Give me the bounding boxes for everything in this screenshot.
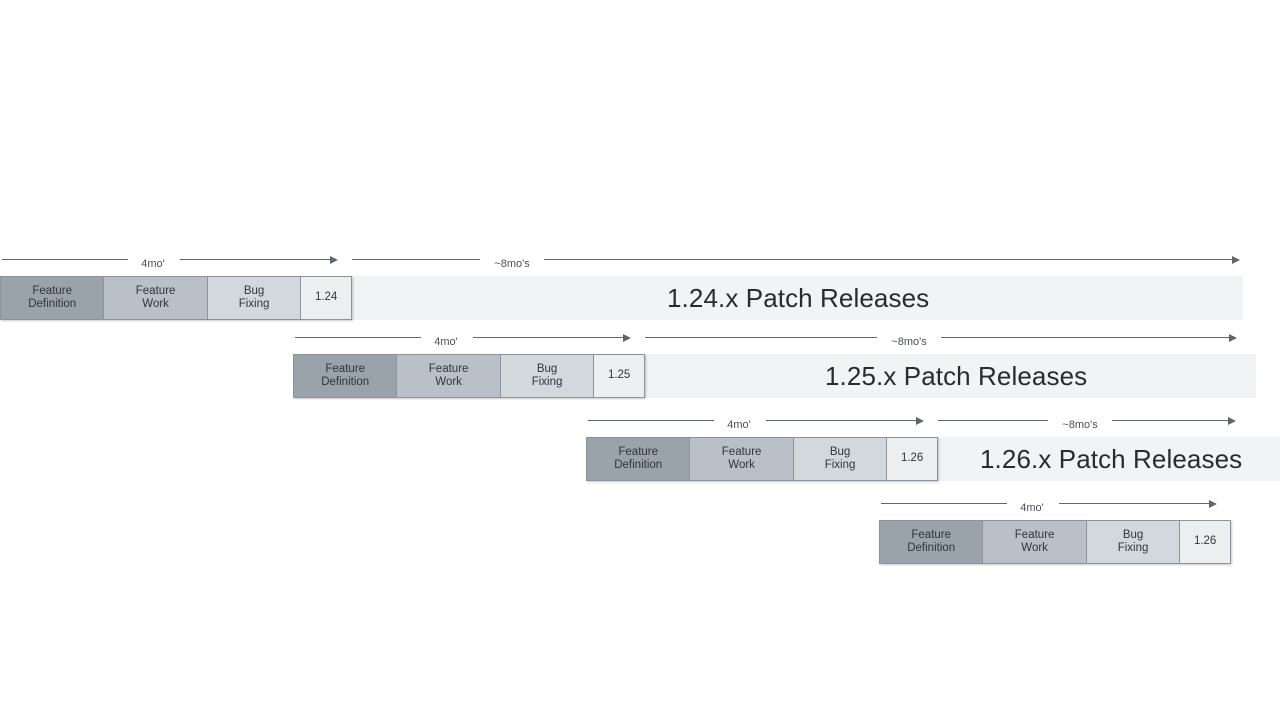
dimension-line-right (544, 259, 1234, 260)
dimension-label-dev: 4mo' (1020, 502, 1044, 514)
dimension-line-left (352, 259, 480, 260)
dimension-line-left (295, 337, 421, 338)
stage-label-line1: Feature (428, 362, 469, 375)
patch-release-label: 1.26.x Patch Releases (980, 443, 1243, 474)
version-label: 1.26 (1193, 535, 1217, 548)
stage-feature-definition[interactable]: Feature Definition (1, 277, 105, 319)
stage-label-line1: Feature (325, 362, 366, 375)
dimension-line-right (941, 337, 1231, 338)
dimension-arrow-patch-1-25: ~8mo's (645, 328, 1241, 350)
dimension-label-dev: 4mo' (434, 336, 458, 348)
stage-label-line1: Feature (721, 445, 762, 458)
stage-label-line2: Definition (614, 459, 663, 471)
stage-label-line2: Fixing (531, 376, 563, 388)
dimension-label-dev: 4mo' (727, 419, 751, 431)
dimension-arrow-dev-1-24: 4mo' (0, 250, 342, 272)
dimension-line-left (645, 337, 877, 338)
patch-release-label: 1.24.x Patch Releases (667, 282, 930, 313)
stage-bug-fixing[interactable]: Bug Fixing (500, 355, 595, 397)
dimension-arrowhead (330, 255, 338, 264)
dimension-line-right (180, 259, 332, 260)
patch-release-label: 1.25.x Patch Releases (825, 360, 1088, 391)
dimension-arrowhead (1232, 255, 1240, 264)
dimension-arrowhead (1228, 416, 1236, 425)
stage-boxes-1-25: Feature Definition Feature Work Bug Fixi… (293, 354, 645, 398)
stage-feature-work[interactable]: Feature Work (397, 355, 501, 397)
stage-label-line1: Feature (1014, 528, 1055, 541)
stage-feature-work[interactable]: Feature Work (983, 521, 1087, 563)
dimension-arrowhead (623, 333, 631, 342)
stage-label-line2: Fixing (824, 459, 856, 471)
stage-feature-work[interactable]: Feature Work (104, 277, 208, 319)
dimension-label-patch: ~8mo's (494, 258, 530, 270)
stage-bug-fixing[interactable]: Bug Fixing (793, 438, 888, 480)
dimension-line-right (1112, 420, 1230, 421)
stage-label-line2: Definition (28, 298, 77, 310)
dimension-arrow-dev-1-26: 4mo' (586, 411, 928, 433)
dimension-line-right (1059, 503, 1211, 504)
stage-label-line1: Bug (829, 445, 851, 458)
dimension-arrowhead (916, 416, 924, 425)
stage-label-line1: Feature (618, 445, 659, 458)
stage-label-line2: Work (1021, 542, 1048, 554)
stage-bug-fixing[interactable]: Bug Fixing (207, 277, 302, 319)
stage-boxes-1-24: Feature Definition Feature Work Bug Fixi… (0, 276, 352, 320)
dimension-line-left (588, 420, 714, 421)
stage-label-line1: Bug (1122, 528, 1144, 541)
stage-version[interactable]: 1.26 (1180, 521, 1230, 563)
dimension-label-dev: 4mo' (141, 258, 165, 270)
stage-label-line2: Definition (321, 376, 370, 388)
stage-label-line1: Bug (243, 284, 265, 297)
stage-version[interactable]: 1.26 (887, 438, 937, 480)
stage-boxes-1-26-next: Feature Definition Feature Work Bug Fixi… (879, 520, 1231, 564)
stage-boxes-1-26: Feature Definition Feature Work Bug Fixi… (586, 437, 938, 481)
stage-version[interactable]: 1.24 (301, 277, 351, 319)
dimension-label-patch: ~8mo's (891, 336, 927, 348)
dimension-arrow-dev-1-26-next: 4mo' (879, 494, 1221, 516)
dimension-line-right (473, 337, 625, 338)
stage-label-line2: Work (728, 459, 755, 471)
stage-label-line1: Feature (32, 284, 73, 297)
dimension-line-right (766, 420, 918, 421)
dimension-line-left (881, 503, 1007, 504)
stage-label-line2: Fixing (238, 298, 270, 310)
stage-label-line1: Feature (911, 528, 952, 541)
patch-release-band-1-26: 1.26.x Patch Releases (938, 437, 1280, 481)
dimension-arrowhead (1209, 499, 1217, 508)
dimension-arrow-patch-1-24: ~8mo's (352, 250, 1242, 272)
dimension-arrowhead (1229, 333, 1237, 342)
stage-label-line2: Definition (907, 542, 956, 554)
stage-label-line1: Bug (536, 362, 558, 375)
stage-version[interactable]: 1.25 (594, 355, 644, 397)
dimension-arrow-dev-1-25: 4mo' (293, 328, 635, 350)
version-label: 1.25 (607, 369, 631, 382)
stage-feature-definition[interactable]: Feature Definition (587, 438, 691, 480)
dimension-arrow-patch-1-26: ~8mo's (938, 411, 1241, 433)
dimension-line-left (2, 259, 128, 260)
version-label: 1.26 (900, 452, 924, 465)
stage-label-line1: Feature (135, 284, 176, 297)
patch-release-band-1-24: 1.24.x Patch Releases (352, 276, 1243, 320)
dimension-label-patch: ~8mo's (1062, 419, 1098, 431)
dimension-line-left (938, 420, 1048, 421)
stage-label-line2: Work (435, 376, 462, 388)
stage-feature-definition[interactable]: Feature Definition (294, 355, 398, 397)
stage-feature-work[interactable]: Feature Work (690, 438, 794, 480)
stage-label-line2: Fixing (1117, 542, 1149, 554)
stage-bug-fixing[interactable]: Bug Fixing (1086, 521, 1181, 563)
stage-label-line2: Work (142, 298, 169, 310)
patch-release-band-1-25: 1.25.x Patch Releases (645, 354, 1256, 398)
version-label: 1.24 (314, 291, 338, 304)
stage-feature-definition[interactable]: Feature Definition (880, 521, 984, 563)
